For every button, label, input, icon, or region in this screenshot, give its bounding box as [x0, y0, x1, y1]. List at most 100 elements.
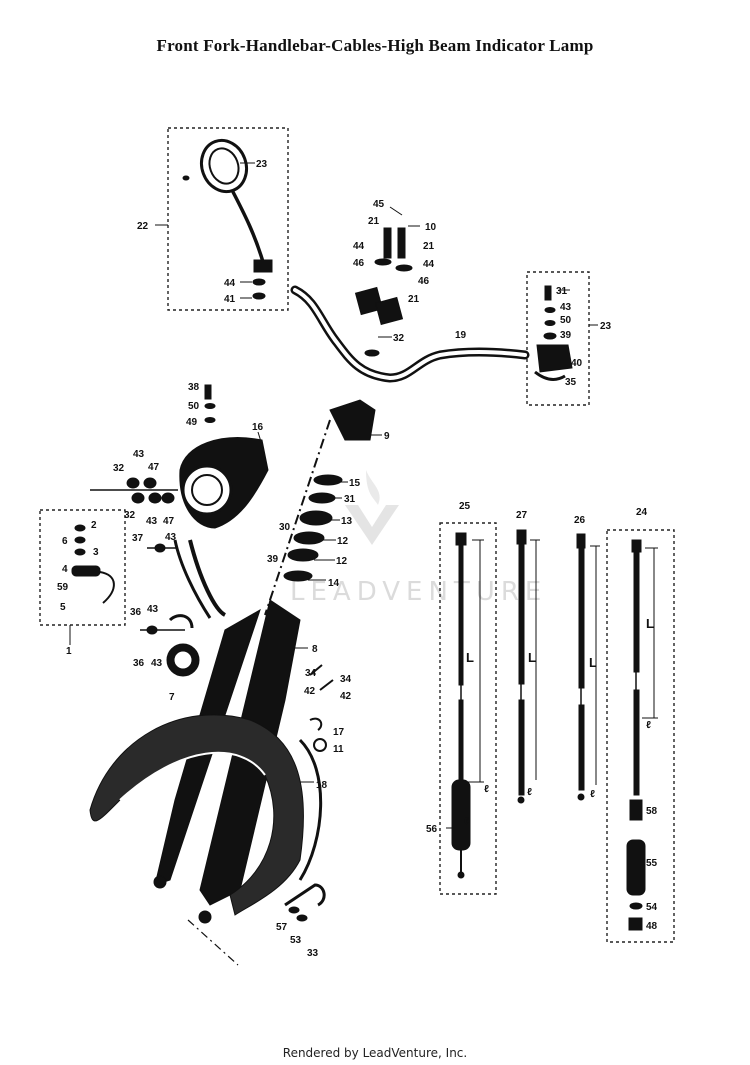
- label-43-c: 43: [165, 532, 177, 543]
- label-36-a: 36: [130, 607, 142, 618]
- cable-27-inner-length: ℓ: [527, 787, 532, 798]
- mirror-washer: [252, 278, 266, 286]
- label-49: 49: [186, 417, 198, 428]
- label-37: 37: [132, 533, 144, 544]
- label-4: 4: [62, 564, 68, 575]
- label-12-b: 12: [336, 556, 348, 567]
- mirror-screw: [182, 175, 190, 181]
- label-22: 22: [137, 221, 149, 232]
- label-35: 35: [565, 377, 577, 388]
- label-14: 14: [328, 578, 340, 589]
- cable-26-inner-length: ℓ: [590, 789, 595, 800]
- bearing-race: [299, 510, 333, 526]
- label-16: 16: [252, 422, 264, 433]
- label-47-a: 47: [148, 462, 160, 473]
- lever-bracket: [536, 344, 573, 373]
- label-43-lever: 43: [560, 302, 572, 313]
- cable-24-length-label: L: [646, 616, 654, 631]
- label-30: 30: [279, 522, 291, 533]
- steering-stem: [264, 399, 376, 616]
- cable-25-box: [439, 522, 497, 895]
- label-43-b: 43: [146, 516, 158, 527]
- mirror-glass: [208, 147, 240, 185]
- label-24: 24: [636, 507, 648, 518]
- label-46-a: 46: [353, 258, 365, 269]
- label-10: 10: [425, 222, 437, 233]
- cable-24-boot: [626, 839, 646, 896]
- label-44-a: 44: [353, 241, 365, 252]
- cable-27: [516, 529, 540, 804]
- brake-lever-assembly: [534, 285, 573, 381]
- label-25: 25: [459, 501, 471, 512]
- mirror-base: [253, 259, 273, 273]
- label-40: 40: [571, 358, 583, 369]
- label-21-b: 21: [423, 241, 435, 252]
- label-27: 27: [516, 510, 528, 521]
- label-13: 13: [341, 516, 353, 527]
- label-31: 31: [556, 286, 568, 297]
- label-34-b: 34: [340, 674, 352, 685]
- label-58: 58: [646, 806, 658, 817]
- cable-26-length-label: L: [589, 655, 597, 670]
- label-50-lever: 50: [560, 315, 572, 326]
- label-42-b: 42: [340, 691, 352, 702]
- label-43-d: 43: [147, 604, 159, 615]
- label-7: 7: [169, 692, 175, 703]
- lever-group-box: [526, 271, 590, 406]
- mirror-head: [199, 138, 249, 194]
- label-9: 9: [384, 431, 390, 442]
- footer-credit: Rendered by LeadVenture, Inc.: [282, 1046, 468, 1060]
- part-labels: 23 22 44 41 45 21 10 44 46 21 44 46 21 3…: [57, 159, 658, 959]
- label-44-mirror: 44: [224, 278, 236, 289]
- fender-stay: [298, 738, 323, 881]
- watermark-text: LEADVENTURE: [290, 577, 547, 607]
- label-38: 38: [188, 382, 200, 393]
- label-11: 11: [333, 744, 344, 755]
- switch-body: [71, 565, 101, 577]
- cable-25-length-label: L: [466, 650, 474, 665]
- top-bracket: [329, 399, 376, 441]
- bottom-seal: [283, 570, 313, 582]
- label-26: 26: [574, 515, 586, 526]
- label-57: 57: [276, 922, 288, 933]
- bar-clamp-right: [374, 296, 404, 326]
- label-33: 33: [307, 948, 319, 959]
- control-cables: [451, 529, 658, 931]
- label-56: 56: [426, 824, 438, 835]
- label-43-a: 43: [133, 449, 145, 460]
- stem-centerline: [264, 419, 331, 616]
- label-36-b: 36: [133, 658, 145, 669]
- indicator-fittings: [71, 477, 200, 677]
- cable-27-length-label: L: [528, 650, 536, 665]
- label-3: 3: [93, 547, 99, 558]
- front-fender: [89, 714, 304, 916]
- bar-mount-washer: [364, 349, 380, 357]
- label-46-b: 46: [418, 276, 430, 287]
- cable-25-adjuster: [451, 779, 471, 851]
- clamp-bolt-a: [383, 227, 392, 259]
- label-2: 2: [91, 520, 97, 531]
- handlebar: [290, 227, 530, 383]
- label-1-switch-group: 1: [66, 646, 72, 657]
- mirror-nut: [252, 292, 266, 300]
- label-48: 48: [646, 921, 658, 932]
- mirror-stem: [230, 189, 265, 263]
- fender-bracket: [284, 883, 326, 907]
- label-41: 41: [224, 294, 236, 305]
- cable-25-free-length: ℓ: [484, 784, 489, 795]
- label-5: 5: [60, 602, 66, 613]
- label-32-a: 32: [113, 463, 125, 474]
- cable-26: [576, 533, 600, 801]
- label-31-stem: 31: [344, 494, 356, 505]
- watermark: LEADVENTURE: [290, 470, 547, 607]
- leader-lines: [69, 162, 598, 829]
- cable-25: [451, 532, 484, 879]
- label-23-mirror: 23: [256, 159, 268, 170]
- label-6: 6: [62, 536, 68, 547]
- label-44-b: 44: [423, 259, 435, 270]
- cable-24-inner-length: ℓ: [646, 720, 651, 731]
- switch-group-box: [39, 509, 126, 626]
- label-47-b: 47: [163, 516, 175, 527]
